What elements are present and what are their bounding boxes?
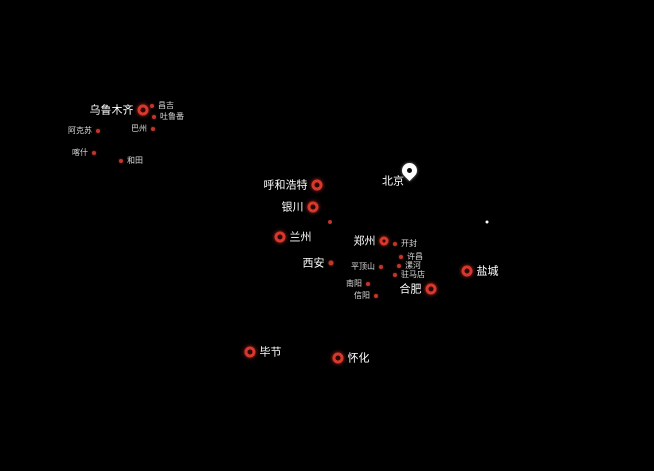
city-marker[interactable] <box>137 104 149 116</box>
city-label: 怀化 <box>347 351 370 365</box>
city-label: 昌吉 <box>158 101 174 110</box>
city-label: 开封 <box>401 239 417 248</box>
city-label: 银川 <box>281 200 304 214</box>
city-marker[interactable] <box>274 231 286 243</box>
city-label: 喀什 <box>72 148 88 157</box>
city-label: 巴州 <box>131 124 147 133</box>
city-marker[interactable] <box>374 294 378 298</box>
city-marker[interactable] <box>366 282 370 286</box>
city-label: 阿克苏 <box>68 126 92 135</box>
city-label-beijing: 北京 <box>382 174 404 188</box>
unlabeled-dot <box>328 220 332 224</box>
location-pin-icon[interactable] <box>398 159 421 182</box>
city-marker[interactable] <box>379 236 389 246</box>
city-marker[interactable] <box>311 179 323 191</box>
city-marker[interactable] <box>307 201 319 213</box>
city-label: 和田 <box>127 156 143 165</box>
city-marker[interactable] <box>152 115 156 119</box>
city-marker[interactable] <box>92 151 96 155</box>
city-label: 合肥 <box>399 282 422 296</box>
city-label: 西安 <box>302 256 325 270</box>
city-marker[interactable] <box>328 260 334 266</box>
city-label: 乌鲁木齐 <box>89 103 134 117</box>
unlabeled-dot <box>485 220 489 224</box>
city-label: 呼和浩特 <box>263 178 308 192</box>
city-label: 信阳 <box>354 291 370 300</box>
city-marker[interactable] <box>150 104 154 108</box>
city-label: 漯河 <box>405 261 421 270</box>
city-label: 毕节 <box>259 345 282 359</box>
city-label: 兰州 <box>289 230 312 244</box>
city-label: 盐城 <box>476 264 499 278</box>
city-label: 驻马店 <box>401 270 425 279</box>
city-marker[interactable] <box>461 265 473 277</box>
city-marker[interactable] <box>151 127 155 131</box>
city-label: 郑州 <box>353 234 376 248</box>
city-marker[interactable] <box>399 255 403 259</box>
city-marker[interactable] <box>244 346 256 358</box>
city-marker[interactable] <box>397 264 401 268</box>
city-label: 吐鲁番 <box>160 112 184 121</box>
city-marker[interactable] <box>393 273 397 277</box>
city-label: 平顶山 <box>351 262 375 271</box>
city-marker[interactable] <box>425 283 437 295</box>
city-marker[interactable] <box>379 265 383 269</box>
city-label: 许昌 <box>407 252 423 261</box>
city-marker[interactable] <box>393 242 397 246</box>
city-marker[interactable] <box>119 159 123 163</box>
city-marker[interactable] <box>96 129 100 133</box>
city-marker[interactable] <box>332 352 344 364</box>
city-label: 南阳 <box>346 279 362 288</box>
